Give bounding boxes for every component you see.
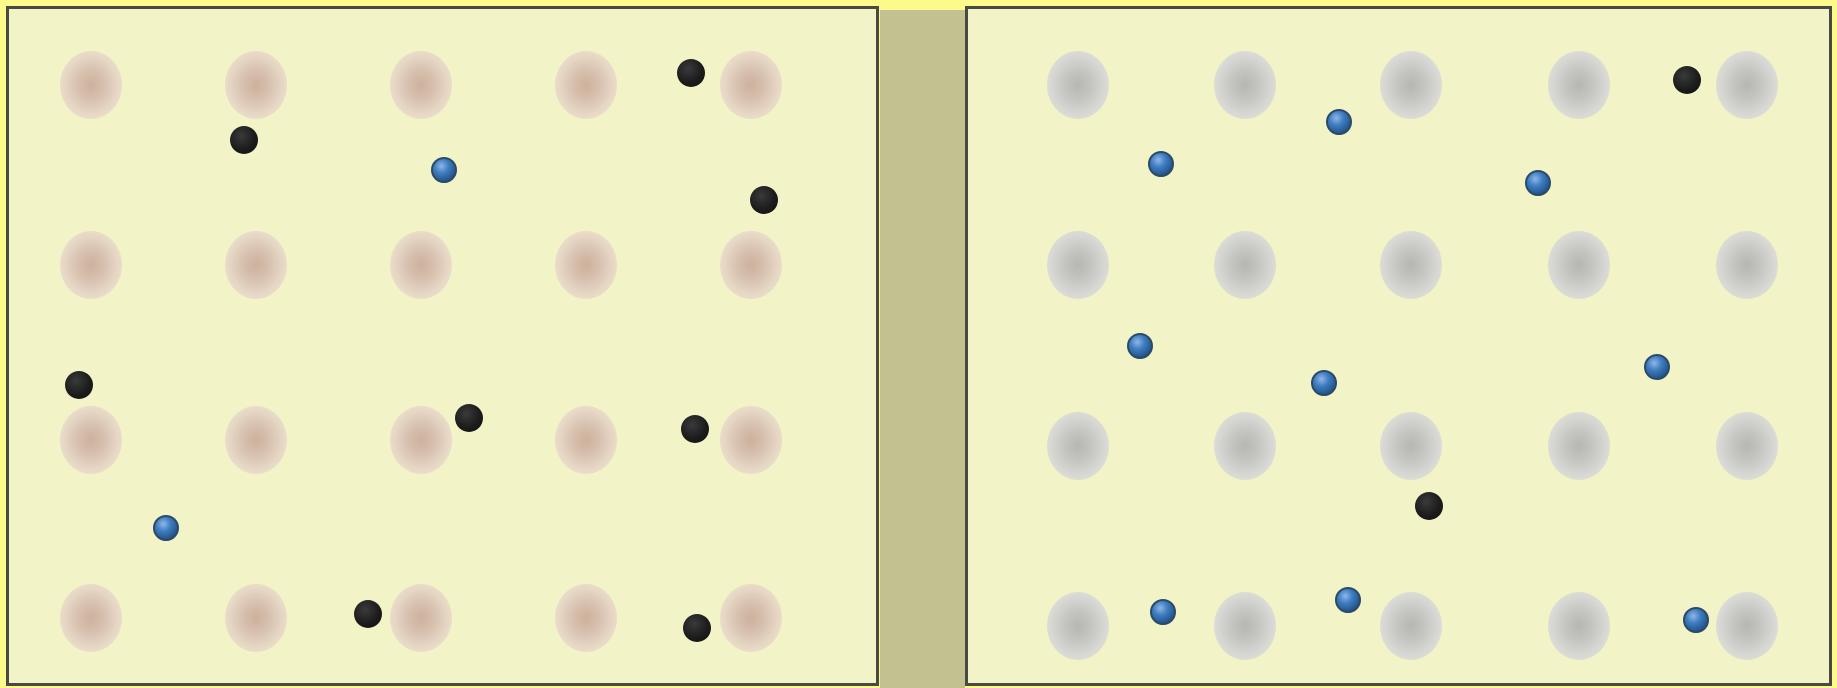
lattice-site bbox=[1047, 231, 1109, 299]
blue-particle bbox=[153, 515, 179, 541]
center-divider bbox=[880, 10, 965, 688]
lattice-site bbox=[1548, 412, 1610, 480]
lattice-site bbox=[1214, 592, 1276, 660]
black-particle bbox=[750, 186, 778, 214]
black-particle bbox=[1673, 66, 1701, 94]
lattice-site bbox=[60, 584, 122, 652]
blue-particle bbox=[1148, 151, 1174, 177]
lattice-site bbox=[1047, 412, 1109, 480]
lattice-site bbox=[390, 231, 452, 299]
right-panel bbox=[965, 6, 1832, 686]
blue-particle bbox=[1525, 170, 1551, 196]
lattice-site bbox=[390, 51, 452, 119]
lattice-site bbox=[1047, 592, 1109, 660]
black-particle bbox=[65, 371, 93, 399]
blue-particle bbox=[1127, 333, 1153, 359]
lattice-site bbox=[1716, 592, 1778, 660]
blue-particle bbox=[1150, 599, 1176, 625]
lattice-site bbox=[225, 51, 287, 119]
black-particle bbox=[677, 59, 705, 87]
lattice-site bbox=[1380, 51, 1442, 119]
lattice-site bbox=[1047, 51, 1109, 119]
lattice-site bbox=[60, 406, 122, 474]
lattice-site bbox=[1548, 231, 1610, 299]
lattice-site bbox=[60, 231, 122, 299]
lattice-site bbox=[225, 584, 287, 652]
lattice-site bbox=[1716, 231, 1778, 299]
lattice-site bbox=[555, 406, 617, 474]
lattice-site bbox=[720, 406, 782, 474]
lattice-site bbox=[720, 51, 782, 119]
lattice-site bbox=[1214, 412, 1276, 480]
lattice-site bbox=[720, 231, 782, 299]
lattice-site bbox=[555, 231, 617, 299]
blue-particle bbox=[1311, 370, 1337, 396]
black-particle bbox=[1415, 492, 1443, 520]
blue-particle bbox=[1335, 587, 1361, 613]
blue-particle bbox=[1683, 607, 1709, 633]
lattice-site bbox=[1548, 592, 1610, 660]
black-particle bbox=[683, 614, 711, 642]
lattice-site bbox=[225, 231, 287, 299]
blue-particle bbox=[1326, 109, 1352, 135]
lattice-site bbox=[1380, 231, 1442, 299]
black-particle bbox=[230, 126, 258, 154]
lattice-site bbox=[1716, 51, 1778, 119]
black-particle bbox=[455, 404, 483, 432]
lattice-site bbox=[720, 584, 782, 652]
blue-particle bbox=[1644, 354, 1670, 380]
black-particle bbox=[354, 600, 382, 628]
lattice-site bbox=[1380, 592, 1442, 660]
lattice-site bbox=[1214, 231, 1276, 299]
lattice-site bbox=[1716, 412, 1778, 480]
lattice-site bbox=[1380, 412, 1442, 480]
blue-particle bbox=[431, 157, 457, 183]
lattice-site bbox=[225, 406, 287, 474]
lattice-site bbox=[390, 406, 452, 474]
lattice-site bbox=[60, 51, 122, 119]
left-panel bbox=[6, 6, 879, 686]
lattice-site bbox=[555, 51, 617, 119]
lattice-site bbox=[390, 584, 452, 652]
lattice-site bbox=[1214, 51, 1276, 119]
black-particle bbox=[681, 415, 709, 443]
lattice-site bbox=[555, 584, 617, 652]
lattice-site bbox=[1548, 51, 1610, 119]
